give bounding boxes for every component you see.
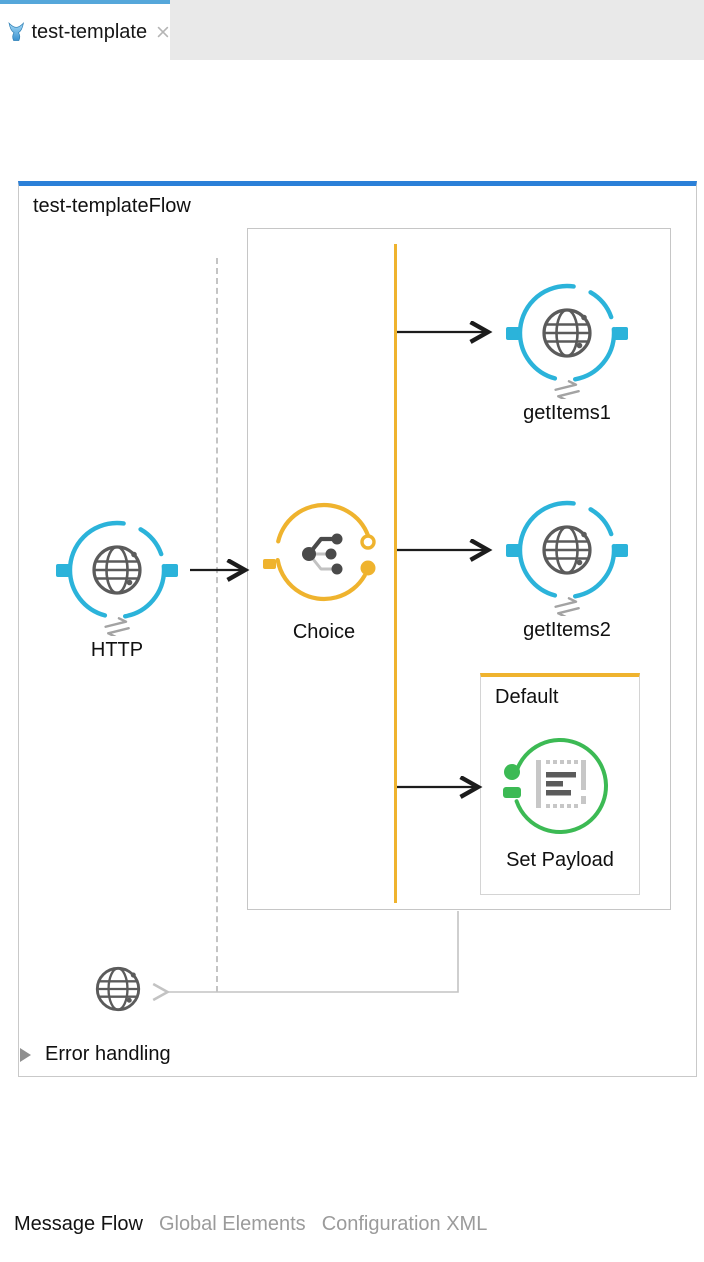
component-set-payload[interactable]: Set Payload bbox=[500, 726, 620, 872]
flow-return-globe-icon bbox=[95, 966, 141, 1012]
error-handling-section[interactable]: Error handling bbox=[20, 1043, 171, 1066]
default-branch-label: Default bbox=[495, 686, 559, 708]
component-getitems1[interactable]: getItems1 bbox=[506, 273, 628, 425]
flow-guide-dashed-line bbox=[216, 258, 218, 992]
sync-arrows-icon bbox=[553, 378, 582, 399]
tab-test-template[interactable]: test-template bbox=[0, 0, 170, 60]
flow-title: test-templateFlow bbox=[33, 195, 191, 217]
sync-arrows-icon bbox=[553, 595, 582, 616]
http-requester-icon bbox=[506, 490, 628, 616]
choice-router-icon bbox=[263, 502, 376, 602]
set-payload-icon bbox=[503, 738, 608, 834]
sync-arrows-icon bbox=[103, 615, 132, 636]
tab-message-flow[interactable]: Message Flow bbox=[14, 1213, 143, 1235]
component-label: getItems2 bbox=[523, 619, 611, 641]
component-label: Choice bbox=[292, 621, 356, 643]
tab-configuration-xml[interactable]: Configuration XML bbox=[321, 1213, 488, 1235]
collapse-triangle-icon[interactable] bbox=[20, 1047, 31, 1062]
component-label: HTTP bbox=[90, 639, 144, 661]
error-handling-label: Error handling bbox=[45, 1043, 171, 1065]
http-listener-icon bbox=[56, 510, 178, 636]
editor-tab-bar: test-template bbox=[0, 0, 704, 60]
tab-title: test-template bbox=[31, 20, 148, 43]
tab-global-elements[interactable]: Global Elements bbox=[158, 1213, 306, 1235]
component-getitems2[interactable]: getItems2 bbox=[506, 490, 628, 642]
component-label: Set Payload bbox=[506, 849, 614, 871]
tab-strip-background bbox=[170, 0, 704, 60]
view-tab-bar: Message Flow Global Elements Configurati… bbox=[14, 1213, 487, 1236]
component-http[interactable]: HTTP bbox=[56, 510, 178, 662]
choice-branch-line bbox=[394, 244, 397, 903]
mule-project-icon bbox=[8, 22, 24, 41]
component-choice[interactable]: Choice bbox=[263, 492, 385, 644]
http-requester-icon bbox=[506, 273, 628, 399]
close-icon[interactable] bbox=[156, 21, 170, 43]
component-label: getItems1 bbox=[523, 402, 611, 424]
